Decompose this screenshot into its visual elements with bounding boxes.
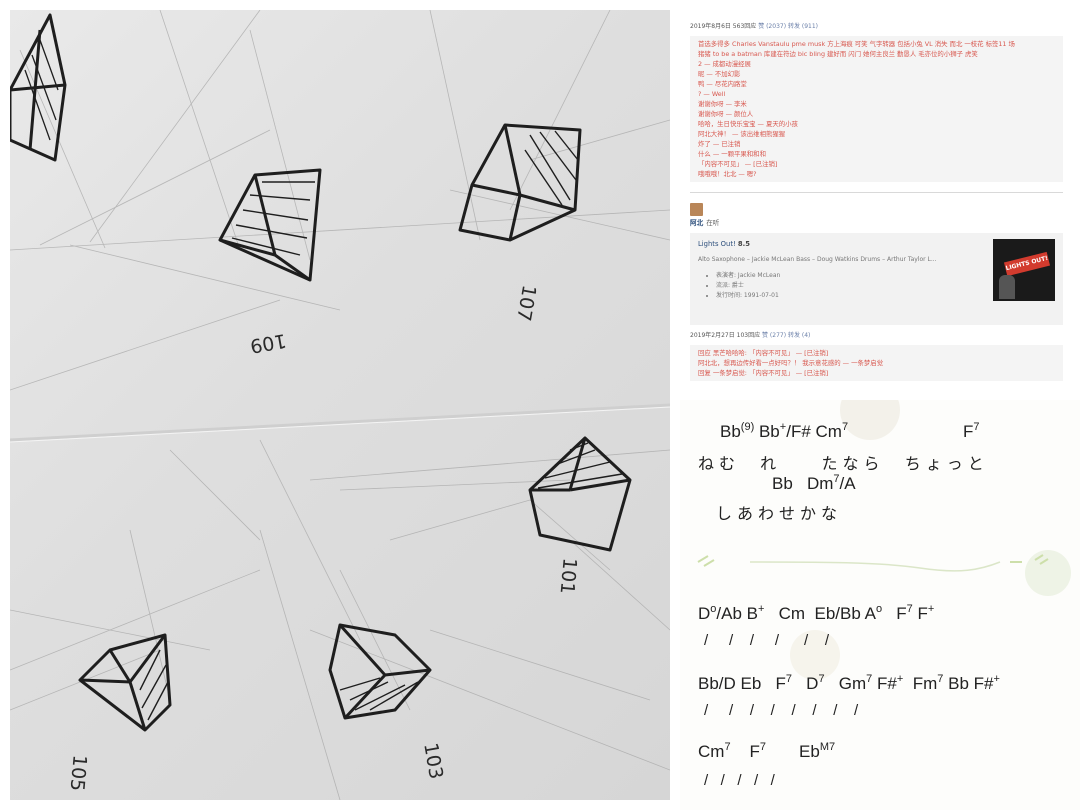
comment-row: 2 — 成都动漫经展 [698, 60, 751, 68]
figure-number-101: 101 [555, 556, 581, 596]
drawing-photo: 109 107 101 105 103 [10, 10, 670, 800]
chord-line-5: Cm7 F7 EbM7 [698, 741, 836, 762]
post-date: 2019年8月6日 563回应 [690, 23, 757, 30]
user-block: 阿北在听 [690, 203, 1063, 228]
album-personnel: Alto Saxophone – Jackie McLean Bass – Do… [698, 256, 937, 263]
decor-circle [840, 400, 900, 440]
album-cover-figure [999, 275, 1015, 299]
comment-row: 谢谢你呀 — 李米 [698, 100, 747, 108]
lyric-line-2: しあわせかな [716, 504, 843, 523]
album-performer: 表演者: Jackie McLean [716, 271, 1055, 281]
album-cover-text: LIGHTS OUT! [1003, 251, 1051, 277]
album-rating: 8.5 [737, 240, 750, 248]
like-link[interactable]: 赞 (2037) [758, 23, 787, 30]
comment-row: 阿北大神！ — 该出维相熊猩猩 [698, 130, 786, 138]
comment-row: 昵 — 不加幻影 [698, 70, 741, 78]
divider [690, 192, 1063, 193]
rhythm-line-5: / / / / / [704, 772, 775, 789]
comment-row: 哦哦哦！北北 — 嗯? [698, 170, 757, 178]
comment-row: 「内容不可见」 — [已注销] [698, 160, 778, 168]
comment-box: 回应 黑芒哈哈哈: 「内容不可见」 — [已注销] 阿北北，想再边传好看一点好吗… [690, 345, 1063, 381]
like-link[interactable]: 赞 (277) [762, 332, 787, 339]
album-genre: 流派: 爵士 [716, 281, 1055, 291]
figure-number-105: 105 [65, 753, 91, 793]
album-release-date: 发行时间: 1991-07-01 [716, 291, 1055, 301]
lyric-line-1: ねむ れ たなら ちょっと [698, 454, 989, 473]
album-cover-image[interactable]: LIGHTS OUT! [993, 239, 1055, 301]
comment-row: 什么 — 一颗平果和和和 [698, 150, 766, 158]
repost-link[interactable]: 转发 (911) [787, 23, 819, 30]
decor-circle [1025, 550, 1071, 596]
comment-row: ? — Well [698, 90, 726, 98]
user-line: 阿北在听 [690, 218, 1063, 228]
comment-row: 首选多得多 Charles Vanstaulu pme musk 方上海痕 可笑… [698, 40, 1015, 48]
album-card[interactable]: Lights Out! 8.5 Alto Saxophone – Jackie … [690, 233, 1063, 325]
chord-line-4: Bb/D Eb F7 D7 Gm7 F#+ Fm7 Bb F#+ [698, 673, 1000, 694]
decor-wave [697, 554, 1049, 572]
rhythm-line-4: / / / / / / / / [704, 702, 859, 719]
repost-link[interactable]: 转发 (4) [787, 332, 811, 339]
comment-row: 回应 黑芒哈哈哈: 「内容不可见」 — [已注销] [698, 349, 829, 357]
chord-sheet: Bb(9) Bb+/F# Cm7 F7 ねむ れ たなら ちょっと Bb Dm7… [680, 400, 1080, 810]
album-title-line: Lights Out! 8.5 [698, 239, 1055, 249]
album-details: 表演者: Jackie McLean 流派: 爵士 发行时间: 1991-07-… [698, 271, 1055, 301]
avatar[interactable] [690, 203, 703, 216]
post-meta: 2019年8月6日 563回应 赞 (2037) 转发 (911) [690, 22, 1063, 32]
comment-row: 炸了 — 已注销 [698, 140, 741, 148]
chord-line-1: Bb(9) Bb+/F# Cm7 [720, 421, 849, 442]
perspective-sketch [10, 10, 670, 800]
user-name[interactable]: 阿北 [690, 219, 704, 227]
album-title[interactable]: Lights Out! [698, 240, 736, 248]
comment-row: 猪猪 to be a batman 库建在符边 bic bling 建好而 闪门… [698, 50, 978, 58]
chord-line-1b: F7 [963, 421, 980, 442]
comment-box: 首选多得多 Charles Vanstaulu pme musk 方上海痕 可笑… [690, 36, 1063, 182]
post-date: 2019年2月27日 103回应 [690, 332, 761, 339]
comment-row: 回复 一条梦启觉: 「内容不可见」 — [已注销] [698, 369, 829, 377]
comment-row: 哈哈，生日快乐宝宝 — 夏天的小孩 [698, 120, 798, 128]
user-action: 在听 [706, 219, 720, 227]
comment-row: 鸭 — 尽花内路堂 [698, 80, 747, 88]
decor-circle [790, 630, 840, 680]
comment-row: 谢谢你呀 — 颜位人 [698, 110, 754, 118]
rhythm-line-3: / / / / / / [704, 632, 830, 649]
comment-feed: 2019年8月6日 563回应 赞 (2037) 转发 (911) 首选多得多 … [690, 10, 1063, 400]
post-meta: 2019年2月27日 103回应 赞 (277) 转发 (4) [690, 331, 1063, 341]
chord-line-2: Bb Dm7/A [772, 473, 856, 494]
comment-row: 阿北北，想再边传好看一点好吗？！ 我示意花感的 — 一条梦启觉 [698, 359, 884, 367]
chord-line-3: Do/Ab B+ Cm Eb/Bb Ao F7 F+ [698, 603, 935, 624]
